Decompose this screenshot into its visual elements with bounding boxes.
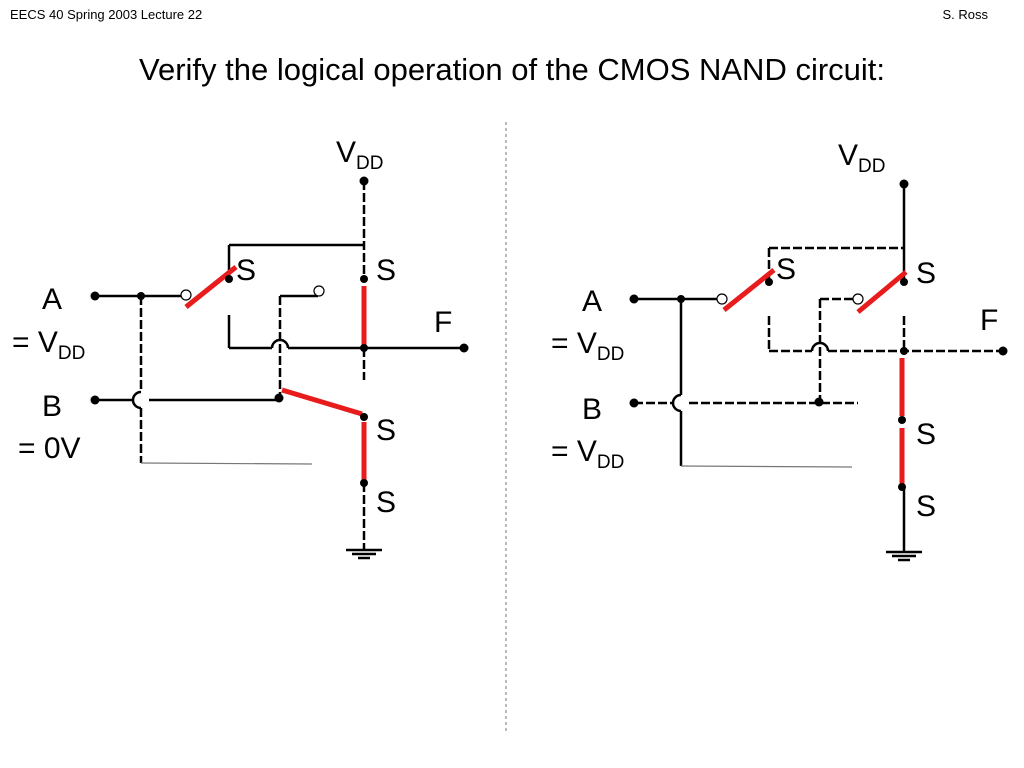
right-pmos-a-label: S [776, 253, 796, 286]
right-nmos-a-label: S [916, 418, 936, 451]
right-input-b-label: B [582, 393, 602, 426]
right-pmos-a-switch-open [722, 268, 776, 312]
right-nmos-b-label: S [916, 490, 936, 523]
right-pmos-b-label: S [916, 257, 936, 290]
right-pmos-a-bubble [716, 293, 728, 305]
left-output-label: F [434, 306, 452, 339]
left-pmos-a-bubble [180, 289, 192, 301]
right-a-gate-line [680, 465, 853, 468]
right-vdd-label: VDD [838, 139, 885, 177]
right-output-label: F [980, 304, 998, 337]
right-pmos-b-bubble [852, 293, 864, 305]
right-input-b-value: = VDD [551, 435, 624, 473]
left-nmos-a-switch [281, 387, 363, 417]
left-input-b-value: = 0V [18, 432, 81, 465]
left-input-a-value: = VDD [12, 326, 85, 364]
left-vdd-label: VDD [336, 136, 383, 174]
left-pmos-a-switch-open [184, 265, 238, 309]
header-right: S. Ross [942, 7, 988, 22]
right-pmos-b-switch-open [856, 270, 908, 314]
left-a-crossover [131, 390, 142, 410]
right-input-a-label: A [582, 285, 602, 318]
left-nodes [90, 176, 469, 487]
left-circuit [95, 181, 464, 560]
left-input-a-label: A [42, 283, 62, 316]
left-pmos-b-bubble [313, 285, 325, 297]
header-left: EECS 40 Spring 2003 Lecture 22 [10, 7, 203, 22]
left-nmos-a-label: S [376, 414, 396, 447]
left-a-gate-line [140, 462, 313, 465]
left-pmos-b-label: S [376, 254, 396, 287]
right-nodes [629, 179, 1008, 491]
left-input-b-label: B [42, 390, 62, 423]
left-nmos-b-label: S [376, 486, 396, 519]
slide-title: Verify the logical operation of the CMOS… [138, 52, 886, 87]
right-a-crossover [671, 393, 682, 413]
right-input-a-value: = VDD [551, 327, 624, 365]
left-pmos-a-label: S [236, 254, 256, 287]
right-circuit [634, 184, 1003, 562]
